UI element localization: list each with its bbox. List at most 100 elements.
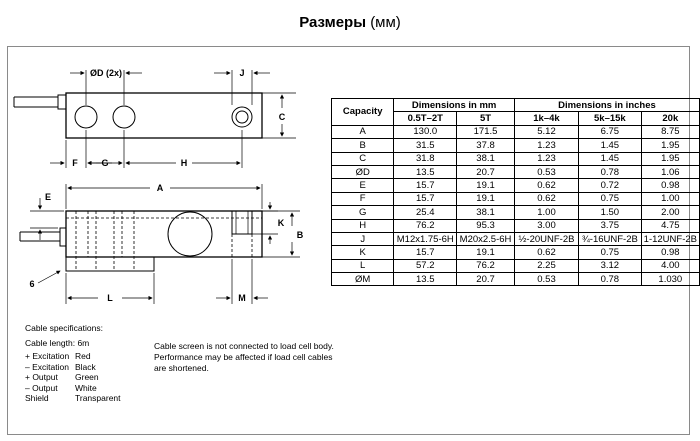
table-cell: 1.23: [513, 151, 580, 166]
wire-item: + Output Green: [25, 372, 121, 383]
table-cell: 130.0: [393, 124, 458, 140]
wire-color: Black: [75, 361, 96, 372]
table-cell: 0.62: [513, 245, 580, 260]
subheader: 20k: [640, 111, 700, 126]
label-b: B: [297, 230, 304, 240]
dimensions-table: Capacity Dimensions in mm Dimensions in …: [330, 97, 700, 287]
gauge-circle: [167, 211, 213, 257]
wire-function: + Excitation: [25, 351, 70, 361]
table-cell: 0.78: [578, 272, 642, 287]
table-cell: 1.030: [640, 272, 700, 287]
table-subheader-row: 0.5T–2T 5T 1k–4k 5k–15k 20k: [332, 111, 700, 126]
table-row-label: J: [330, 231, 395, 247]
wire-item: – Excitation Black: [25, 362, 121, 373]
table-cell: 1.95: [640, 151, 700, 166]
table-cell: 0.72: [578, 178, 642, 193]
wire-function: – Excitation: [25, 361, 69, 372]
load-hole: [231, 106, 253, 128]
label-e: E: [45, 192, 51, 202]
label-g: G: [101, 158, 108, 168]
header-inches: Dimensions in inches: [513, 97, 700, 113]
table-cell: 2.25: [513, 258, 580, 274]
label-j: J: [239, 68, 244, 78]
wire-color: Transparent: [75, 393, 121, 403]
wire-color: Green: [75, 372, 99, 382]
title-unit: (мм): [370, 14, 401, 31]
table-cell: 0.53: [513, 164, 580, 180]
table-cell: 3.75: [578, 218, 642, 233]
label-l: L: [107, 293, 113, 303]
table-cell: 8.75: [640, 124, 700, 140]
table-cell: 31.8: [393, 151, 458, 166]
wire-color: White: [75, 382, 97, 393]
table-cell: 76.2: [456, 258, 515, 274]
table-row-label: B: [330, 138, 395, 153]
table-cell: 1.23: [513, 138, 580, 153]
table-cell: 0.62: [513, 191, 580, 207]
subheader: 5k–15k: [578, 111, 642, 126]
table-cell: 0.62: [513, 178, 580, 193]
table-cell: M20x2.5-6H: [456, 231, 515, 247]
cable-note: Cable screen is not connected to load ce…: [154, 341, 334, 373]
mount-hole-1: [74, 105, 98, 129]
table-cell: 20.7: [456, 164, 515, 180]
table-cell: ¾-16UNF-2B: [578, 231, 642, 247]
table-row-label: L: [330, 258, 395, 274]
table-cell: 1-12UNF-2B: [640, 231, 700, 247]
label-k: K: [278, 218, 285, 228]
table-cell: 20.7: [456, 272, 515, 287]
table-cell: 19.1: [456, 245, 515, 260]
title-main: Размеры: [299, 14, 367, 31]
table-header-row: Capacity Dimensions in mm Dimensions in …: [330, 97, 700, 126]
table-cell: 1.00: [513, 205, 580, 220]
table-cell: 13.5: [393, 164, 458, 180]
table-row-label: H: [330, 218, 395, 233]
table-cell: ½-20UNF-2B: [513, 231, 580, 247]
table-cell: 76.2: [393, 218, 458, 233]
label-six: 6: [29, 279, 34, 289]
table-cell: 4.00: [640, 258, 700, 274]
table-cell: 3.00: [513, 218, 580, 233]
table-cell: M12x1.75-6H: [393, 231, 458, 247]
cable-specifications: Cable specifications: Cable length: 6m +…: [25, 322, 121, 404]
table-cell: 0.53: [513, 272, 580, 287]
table-cell: 25.4: [393, 205, 458, 220]
subheader: 1k–4k: [513, 111, 580, 126]
label-od: ØD (2x): [90, 68, 122, 78]
table-cell: 38.1: [456, 205, 515, 220]
table-cell: 1.50: [578, 205, 642, 220]
mount-hole-2: [112, 105, 136, 129]
table-cell: 4.75: [640, 218, 700, 233]
table-row-label: K: [330, 245, 395, 260]
table-cell: 0.78: [578, 164, 642, 180]
table-cell: 57.2: [393, 258, 458, 274]
table-cell: 19.1: [456, 178, 515, 193]
subheader: 5T: [456, 111, 515, 126]
table-cell: 0.98: [640, 245, 700, 260]
label-f: F: [72, 158, 78, 168]
table-cell: 38.1: [456, 151, 515, 166]
wire-function: – Output: [25, 382, 58, 393]
table-row-label: G: [330, 205, 395, 220]
wire-color: Red: [75, 351, 91, 361]
top-view: [13, 70, 296, 168]
wire-function: + Output: [25, 372, 58, 382]
subheader: 0.5T–2T: [393, 111, 458, 126]
table-cell: 1.45: [578, 138, 642, 153]
cable-spec-title: Cable specifications:: [25, 323, 103, 333]
cable-length: Cable length: 6m: [25, 338, 90, 348]
table-cell: 6.75: [578, 124, 642, 140]
table-cell: 95.3: [456, 218, 515, 233]
label-c: C: [279, 112, 286, 122]
table-cell: 5.12: [513, 124, 580, 140]
table-cell: 37.8: [456, 138, 515, 153]
